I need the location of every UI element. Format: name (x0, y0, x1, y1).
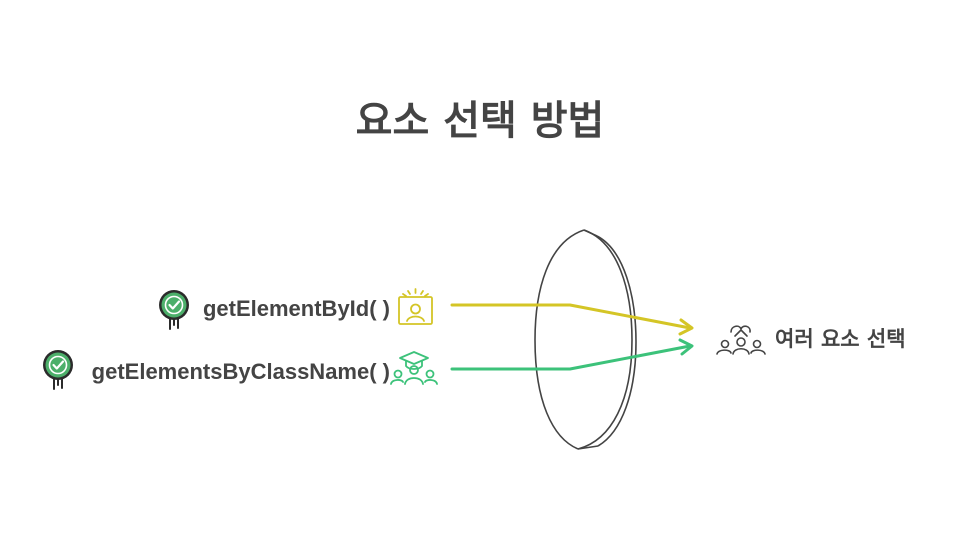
diagram-title: 요소 선택 방법 (356, 98, 605, 144)
method-label-2: getElementsByClassName( ) (92, 359, 390, 384)
group-graduate-icon (390, 351, 438, 385)
check-badge-icon (159, 290, 189, 330)
result-label: 여러 요소 선택 (775, 327, 906, 351)
check-badge-icon (43, 350, 73, 390)
method-arrow-1 (450, 303, 694, 336)
result-item: 여러 요소 선택 (716, 325, 906, 355)
method-label-1: getElementById( ) (203, 296, 390, 321)
id-badge-icon (398, 288, 433, 325)
method-arrow-2 (450, 338, 694, 371)
lens-icon (534, 229, 637, 450)
method-item-1: getElementById( ) (159, 288, 433, 330)
crowd-selection-icon (716, 325, 766, 355)
method-item-2: getElementsByClassName( ) (43, 350, 438, 390)
